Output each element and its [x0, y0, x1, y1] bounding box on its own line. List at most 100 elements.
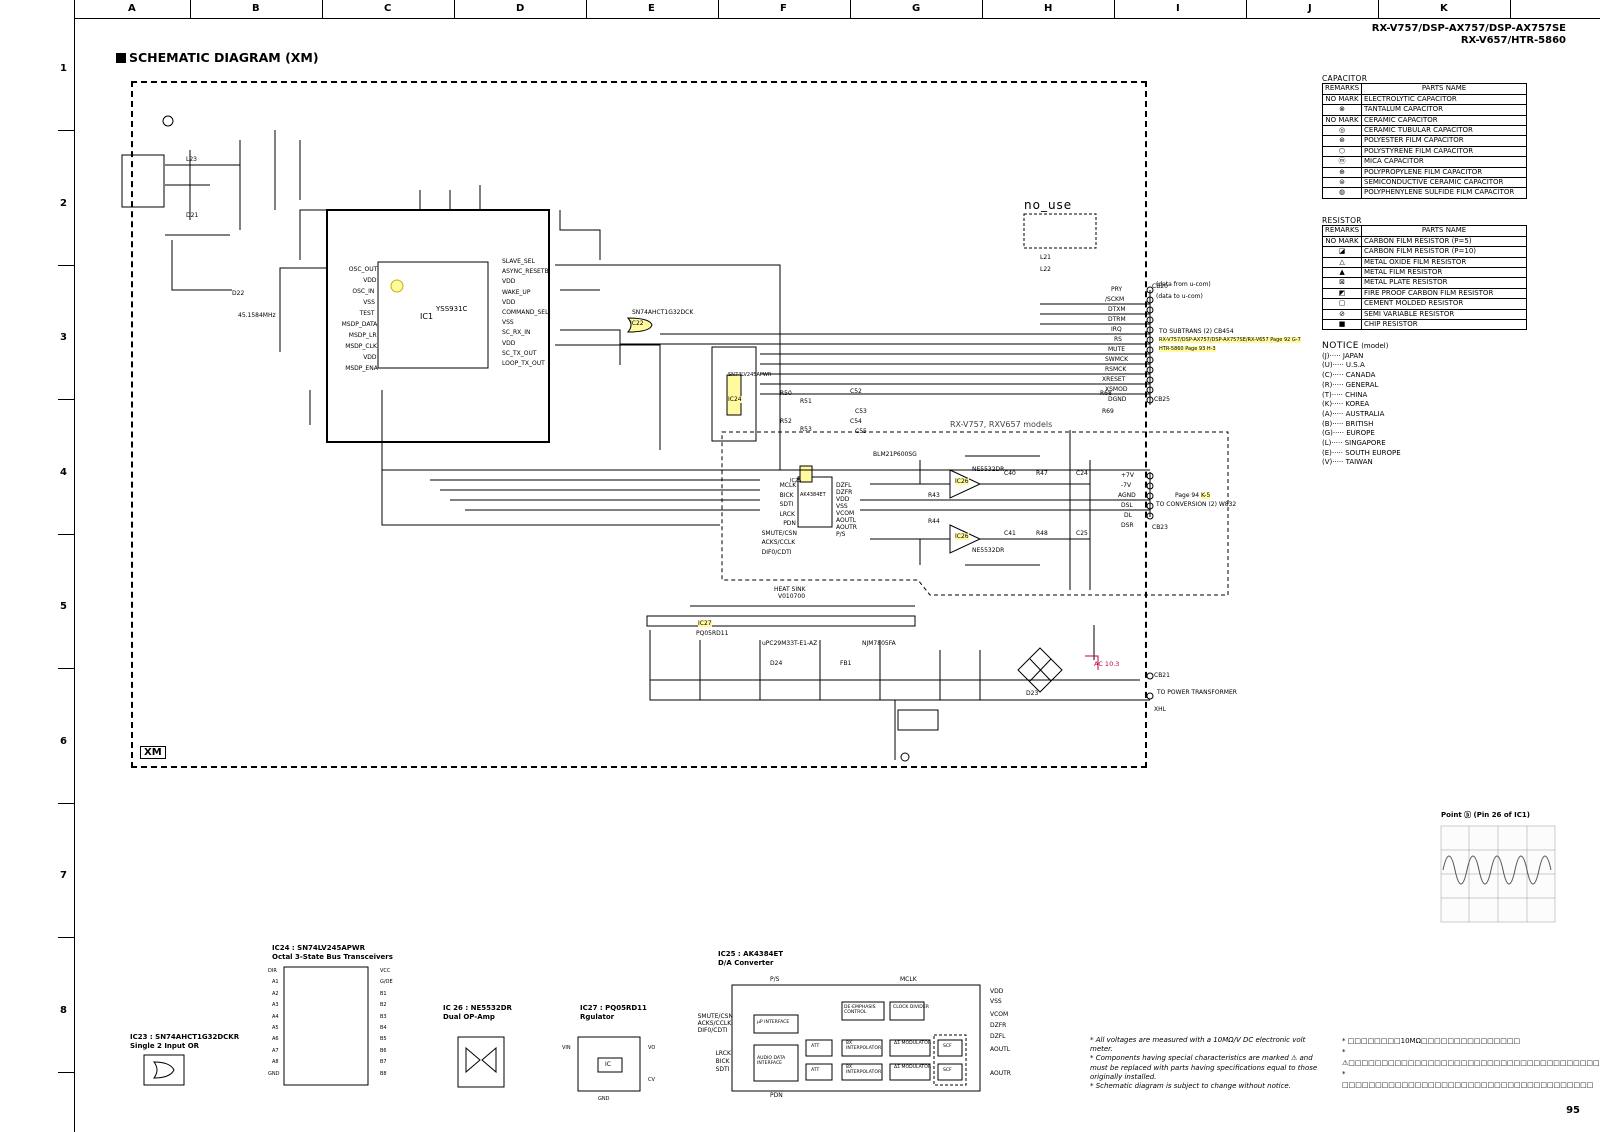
ic24-right-pin: B3 [380, 1013, 387, 1020]
column-letter-E: E [648, 3, 655, 14]
jp-note-line: * □□□□□□□□10MΩ□□□□□□□□□□□□□□□ [1342, 1037, 1521, 1045]
column-separator [718, 0, 719, 18]
blm-label: BLM21P600SG [873, 451, 917, 458]
resistor-legend-row: ⊘SEMI VARIABLE RESISTOR [1321, 308, 1528, 321]
connector-pin: DTRM [1108, 316, 1126, 323]
column-letter-C: C [384, 3, 392, 14]
ic25-left-pin: BICK [779, 491, 794, 499]
row-number-2: 2 [60, 197, 67, 209]
capacitor-legend-remark: ◎ [1321, 125, 1363, 137]
regulator-block [646, 615, 916, 627]
ic25-right-pin: VSS [836, 503, 848, 510]
to-power-label: TO POWER TRANSFORMER [1157, 689, 1237, 696]
resistor-legend-row: ⊠METAL PLATE RESISTOR [1321, 277, 1528, 289]
ic25-left-pin: MCLK [779, 482, 797, 489]
ic1-left-pin: VSS [363, 299, 375, 306]
ic22-part: SN74AHCT1G32DCK [632, 309, 694, 316]
dac-pin: -7V [1121, 482, 1132, 489]
ref-grid2-text: H-3 [1206, 346, 1216, 352]
ic24-subtitle: Octal 3-State Bus Transceivers [272, 952, 393, 961]
ic25-block-label: ΔΣ MODULATOR [894, 1041, 932, 1046]
dac-pin: DL [1124, 512, 1132, 519]
component-tag: C55 [855, 428, 867, 435]
ic24-right-pin: G/OE [380, 979, 393, 986]
cb20-label: CB20 [1152, 283, 1168, 290]
column-letter-D: D [516, 3, 525, 14]
resistor-legend-row: ■CHIP RESISTOR [1321, 319, 1528, 331]
jp-note-line: * □□□□□□□□□□□□□□□□□□□□□□□□□□□□□□□□□□□□□□ [1342, 1070, 1594, 1089]
ref-page2-text: HTR-5860 Page 93 [1159, 346, 1206, 352]
ic26-symbol [457, 1036, 505, 1088]
ic27-subtitle: Rgulator [580, 1012, 615, 1021]
page94-label: Page 94 K-5 [1175, 492, 1211, 499]
ic1-right-pin: VSS [502, 319, 514, 327]
component-tag: FB1 [840, 660, 852, 667]
bus-lines [279, 185, 1150, 526]
capacitor-legend-remark: ⬡ [1321, 145, 1363, 158]
column-letter-I: I [1176, 3, 1180, 14]
notice-item: (K)····· KOREA [1322, 400, 1370, 409]
capacitor-col-parts: PARTS NAME [1361, 83, 1528, 95]
resistor-legend-row: ▲METAL FILM RESISTOR [1321, 267, 1528, 279]
dac-pin: +7V [1121, 472, 1134, 479]
resistor-legend-remark: ◩ [1321, 287, 1363, 300]
power-supply [649, 625, 1150, 762]
osc-module [121, 154, 165, 208]
capacitor-col-remarks: REMARKS [1321, 83, 1363, 95]
capacitor-legend-heading: CAPACITOR [1322, 74, 1368, 83]
ic22-gate [626, 317, 653, 333]
ref-page2-label: HTR-5860 Page 93 H-3 [1159, 346, 1216, 352]
component-tag: R47 [1036, 470, 1048, 477]
ic25-block-label: AUDIO DATA INTERFACE [757, 1056, 786, 1067]
ic1-left-pin: MSDP_ENA [345, 365, 378, 372]
ic1-left-pin: OSC_OUT [348, 266, 378, 273]
resistor-legend-name: FIRE PROOF CARBON FILM RESISTOR [1361, 287, 1528, 300]
cb21-label: CB21 [1154, 672, 1170, 679]
capacitor-legend-remark: ⊛ [1321, 135, 1363, 147]
general-notes: * All voltages are measured with a 10MΩ/… [1090, 1036, 1320, 1091]
scope-waveform [1442, 855, 1552, 885]
ic23-symbol [143, 1054, 185, 1086]
ic23-title-text: IC23 : SN74AHCT1G32DCKR [130, 1033, 240, 1041]
notice-sub: (model) [1361, 342, 1389, 350]
capacitor-legend-name: POLYSTYRENE FILM CAPACITOR [1361, 145, 1528, 158]
ic24-part: SN74LV245APWR [728, 372, 772, 378]
resistor-col-parts: PARTS NAME [1361, 225, 1528, 237]
ic1-right-pin: WAKE_UP [502, 288, 531, 296]
capacitor-legend-remark: NO MARK [1321, 93, 1363, 106]
ic26-part: NE5532DR [972, 466, 1005, 473]
ic29-part: NJM7805FA [862, 640, 896, 647]
ic25-bottom-pin: PDN [770, 1092, 783, 1099]
notice-item: (R)····· GENERAL [1322, 380, 1379, 389]
column-separator [1114, 0, 1115, 18]
ic25-block-label: μP INTERFACE [757, 1020, 790, 1025]
ic27-box-label: IC [605, 1061, 611, 1068]
ic1-right-pin: VDD [502, 298, 516, 306]
resistor-col-remarks: REMARKS [1321, 225, 1363, 237]
ic24-right-pin: B5 [380, 1036, 387, 1043]
column-separator [586, 0, 587, 18]
ic25-left-pin: SDTI [779, 501, 794, 508]
component-tag: D21 [186, 212, 199, 219]
ic25-block-label: ATT [811, 1068, 820, 1073]
resistor-legend-heading: RESISTOR [1322, 216, 1362, 225]
heatsink-part: V010700 [778, 593, 806, 600]
capacitor-legend-remark: ⊕ [1321, 166, 1363, 179]
capacitor-legend-row: ⊜SEMICONDUCTIVE CERAMIC CAPACITOR [1321, 177, 1528, 189]
ic24-left-pin: A4 [272, 1013, 279, 1020]
ic24-body [711, 346, 757, 442]
ic1-body [326, 209, 550, 443]
ic1-right-pin: SLAVE_SEL [502, 258, 535, 265]
japanese-notes: * □□□□□□□□10MΩ□□□□□□□□□□□□□□□* ⚠□□□□□□□□… [1342, 1036, 1600, 1091]
column-letter-F: F [780, 3, 787, 14]
column-separator [982, 0, 983, 18]
resistor-legend-name: CARBON FILM RESISTOR (P=5) [1361, 235, 1528, 248]
component-tag: C40 [1004, 470, 1016, 477]
models-region [721, 431, 1229, 596]
ic27-pin: VO [648, 1045, 656, 1051]
ic25-block-label: ATT [811, 1044, 820, 1049]
column-grid [74, 0, 1600, 19]
ic25-body [797, 476, 833, 528]
resistor-legend-remark: NO MARK [1321, 235, 1363, 248]
